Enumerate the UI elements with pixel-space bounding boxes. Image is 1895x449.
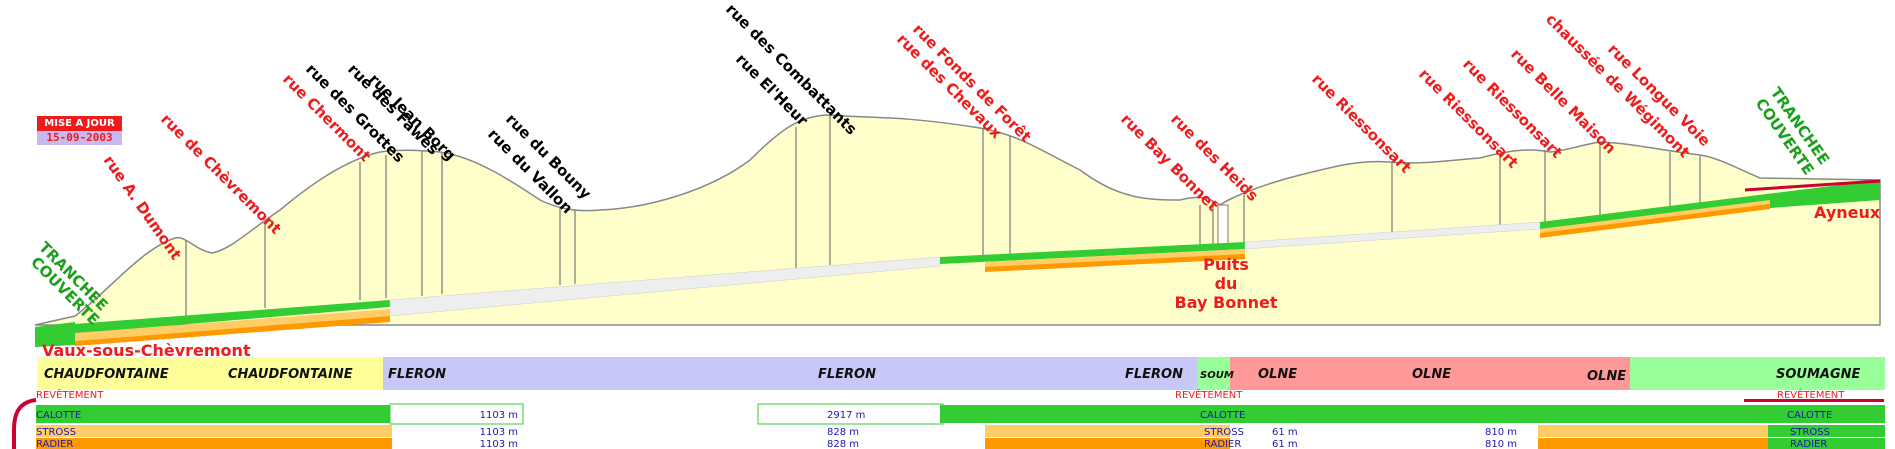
terrain-profile <box>34 114 1881 326</box>
commune-label: FLERON <box>388 367 446 382</box>
place-shaft-2: du <box>1215 274 1238 293</box>
commune-label: SOUMAGNE <box>1776 367 1861 382</box>
street-label: rue Riessonsart <box>1415 65 1522 172</box>
center-stross-value: 828 m <box>827 427 859 438</box>
street-label: rue des Heids <box>1167 110 1262 205</box>
update-title: MISE A JOUR <box>37 116 122 131</box>
place-ayneux: Ayneux <box>1814 203 1881 222</box>
stross-center: STROSS <box>1204 427 1244 438</box>
calotte-left: CALOTTE <box>36 410 81 421</box>
commune-label: CHAUDFONTAINE <box>44 367 169 382</box>
commune-label: SOUM <box>1200 370 1234 381</box>
shaft <box>1217 204 1229 246</box>
place-shaft-3: Bay Bonnet <box>1175 293 1278 312</box>
radier-right: RADIER <box>1790 439 1827 449</box>
commune-label: OLNE <box>1412 367 1451 382</box>
left-stross-value: 1103 m <box>480 427 518 438</box>
calotte-center: CALOTTE <box>1200 410 1245 421</box>
left-calotte-value: 1103 m <box>480 410 518 421</box>
commune-label: FLERON <box>1125 367 1183 382</box>
stross-right: STROSS <box>1790 427 1830 438</box>
street-label: rue Riessonsart <box>1308 70 1415 177</box>
place-shaft-1: Puits <box>1203 255 1249 274</box>
right-stross-value: 810 m <box>1485 427 1517 438</box>
commune-label: OLNE <box>1258 367 1297 382</box>
street-label: chaussée de Wégimont <box>1542 10 1693 161</box>
place-vaux: Vaux-sous-Chèvremont <box>42 341 251 360</box>
center-calotte-value: 2917 m <box>827 410 865 421</box>
progress-table <box>0 398 1895 449</box>
radier-center: RADIER <box>1204 439 1241 449</box>
commune-strip <box>37 357 1885 390</box>
left-radier-value: 1103 m <box>480 439 518 449</box>
revetement-right: REVÊTEMENT <box>1777 388 1845 401</box>
street-label: rue A. Dumont <box>100 152 185 263</box>
center-radier-value: 828 m <box>827 439 859 449</box>
rightmid-stross-value: 61 m <box>1272 427 1298 438</box>
update-date: 15-09-2003 <box>37 131 122 145</box>
stross-left: STROSS <box>36 427 76 438</box>
revetement-left: REVÊTEMENT <box>36 388 104 401</box>
street-markers <box>185 115 1701 316</box>
revetement-center: REVÊTEMENT <box>1175 388 1243 401</box>
radier-left: RADIER <box>36 439 73 449</box>
calotte-right: CALOTTE <box>1787 410 1832 421</box>
update-badge: MISE A JOUR 15-09-2003 <box>37 116 122 145</box>
commune-label: OLNE <box>1587 369 1626 384</box>
street-label: rue de Chèvremont <box>157 110 285 238</box>
commune-label: FLERON <box>818 367 876 382</box>
commune-label: CHAUDFONTAINE <box>228 367 353 382</box>
rightmid-radier-value: 61 m <box>1272 439 1298 449</box>
right-radier-value: 810 m <box>1485 439 1517 449</box>
tunnel <box>35 179 1881 347</box>
street-label: rue Riessonsart <box>1459 55 1566 162</box>
